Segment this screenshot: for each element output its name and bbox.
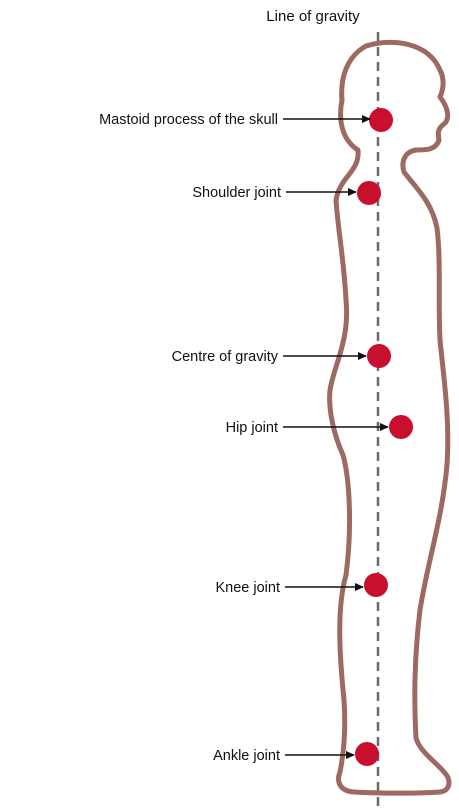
marker-centre-of-gravity bbox=[367, 344, 391, 368]
marker-hip bbox=[389, 415, 413, 439]
label-ankle: Ankle joint bbox=[213, 748, 280, 764]
label-centre-of-gravity: Centre of gravity bbox=[172, 349, 279, 365]
label-shoulder: Shoulder joint bbox=[192, 185, 281, 201]
marker-mastoid bbox=[369, 108, 393, 132]
label-hip: Hip joint bbox=[226, 420, 278, 436]
marker-shoulder bbox=[357, 181, 381, 205]
line-of-gravity-title: Line of gravity bbox=[266, 8, 360, 25]
label-knee: Knee joint bbox=[216, 580, 281, 596]
marker-ankle bbox=[355, 742, 379, 766]
body-outline bbox=[330, 42, 449, 793]
marker-knee bbox=[364, 573, 388, 597]
label-mastoid: Mastoid process of the skull bbox=[99, 112, 278, 128]
